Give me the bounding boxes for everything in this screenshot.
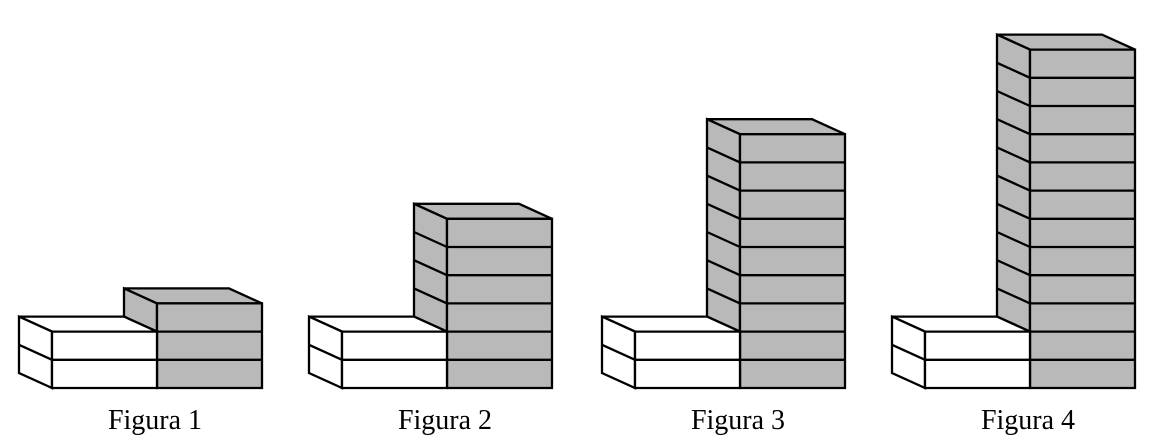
- tower-side-layer-divider: [413, 287, 448, 305]
- figure-label: Figura 3: [691, 405, 785, 436]
- tower-side-face: [705, 117, 742, 334]
- tower-side-layer-divider: [706, 174, 741, 192]
- figure-1-drawing: Figura 1: [17, 286, 264, 436]
- tower-side-layer-divider: [996, 61, 1031, 79]
- tower-side-layer-divider: [706, 146, 741, 164]
- tower-side-layer-divider: [706, 287, 741, 305]
- tower-side-layer-divider: [706, 230, 741, 249]
- tower-front-face: [738, 133, 847, 390]
- figure-2-drawing: Figura 2: [307, 202, 554, 436]
- figure-label: Figura 4: [981, 405, 1075, 436]
- tower-side-layer-divider: [996, 259, 1031, 277]
- tower-side-layer-divider: [706, 202, 741, 220]
- tower-side-layer-divider: [996, 174, 1031, 192]
- tower-side-layer-divider: [996, 146, 1031, 164]
- tower-front-face: [155, 302, 264, 390]
- figure-label: Figura 2: [398, 405, 492, 436]
- tower-side-layer-divider: [413, 230, 448, 249]
- tower-side-layer-divider: [996, 202, 1031, 220]
- tower-side-layer-divider: [996, 89, 1031, 108]
- figure-3-drawing: Figura 3: [600, 117, 847, 436]
- base-side-layer-divider: [18, 343, 53, 361]
- tower-side-layer-divider: [413, 259, 448, 277]
- figure-label: Figura 1: [108, 405, 202, 436]
- tower-side-layer-divider: [996, 287, 1031, 305]
- figure-4-drawing: Figura 4: [890, 32, 1137, 436]
- base-side-layer-divider: [891, 343, 926, 361]
- tower-side-layer-divider: [996, 118, 1031, 136]
- tower-side-layer-divider: [996, 230, 1031, 249]
- base-side-layer-divider: [601, 343, 636, 361]
- base-side-layer-divider: [308, 343, 343, 361]
- tower-side-layer-divider: [706, 259, 741, 277]
